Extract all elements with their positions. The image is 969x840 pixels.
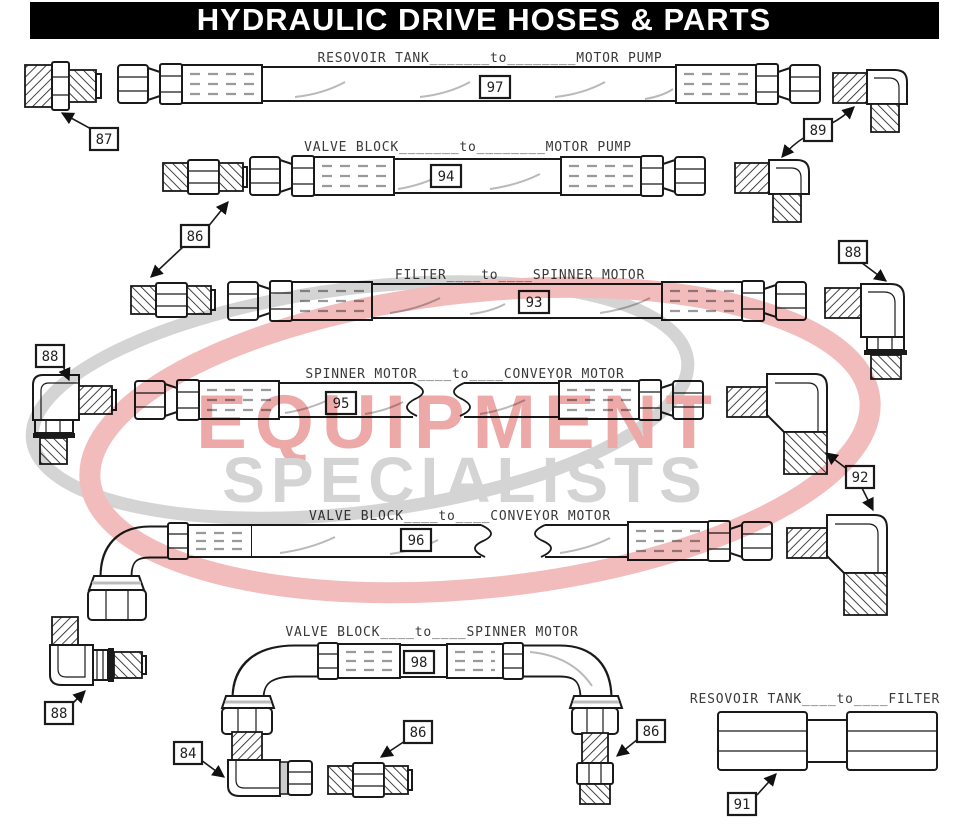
svg-text:91: 91 bbox=[734, 797, 751, 813]
svg-text:97: 97 bbox=[487, 80, 504, 96]
callout-88-row4: 88 bbox=[34, 343, 66, 369]
title-bar bbox=[30, 2, 939, 39]
svg-text:96: 96 bbox=[408, 533, 425, 549]
page-title: HYDRAULIC DRIVE HOSES & PARTS bbox=[197, 2, 771, 37]
hose-95-label: SPINNER MOTOR____to____CONVEYOR MOTOR bbox=[305, 367, 624, 382]
coupler-91 bbox=[717, 711, 938, 771]
watermark-ellipse-red bbox=[79, 276, 881, 604]
hose-97-label: RESOVOIR TANK_______to________MOTOR PUMP bbox=[317, 51, 662, 66]
coupler-91-label: RESOVOIR TANK____to____FILTER bbox=[690, 692, 940, 707]
callout-86-bottom: 86 bbox=[402, 719, 434, 745]
row-hose-94: VALVE BLOCK_______to________MOTOR PUMP bbox=[162, 140, 810, 223]
fitting-87 bbox=[24, 61, 102, 111]
svg-text:94: 94 bbox=[438, 169, 455, 185]
svg-text:88: 88 bbox=[51, 706, 68, 722]
row-hose-97: RESOVOIR TANK_______to________MOTOR PUMP bbox=[24, 51, 908, 133]
part-box-94: 94 bbox=[429, 163, 463, 189]
fitting-92-row4 bbox=[726, 373, 828, 475]
fitting-84 bbox=[227, 731, 313, 797]
fitting-88-row6 bbox=[49, 616, 147, 686]
fitting-92-row5 bbox=[786, 514, 888, 616]
svg-text:93: 93 bbox=[526, 295, 543, 311]
callout-86-row2: 86 bbox=[179, 223, 211, 249]
svg-text:86: 86 bbox=[410, 725, 427, 741]
callout-86-right: 86 bbox=[635, 718, 667, 744]
part-box-95: 95 bbox=[324, 390, 358, 416]
watermark-line2: SPECIALISTS bbox=[222, 444, 708, 516]
fitting-86-row2 bbox=[162, 159, 248, 195]
svg-text:89: 89 bbox=[810, 123, 827, 139]
svg-text:88: 88 bbox=[845, 245, 862, 261]
hose-94-art bbox=[248, 154, 707, 198]
watermark-line1: EQUIPMENT bbox=[196, 380, 720, 465]
watermark: EQUIPMENT SPECIALISTS bbox=[25, 275, 881, 604]
callout-87: 87 bbox=[88, 126, 120, 152]
callout-92: 92 bbox=[844, 464, 876, 490]
watermark-ellipse-gray bbox=[25, 275, 695, 525]
svg-text:92: 92 bbox=[852, 470, 869, 486]
callout-91: 91 bbox=[726, 791, 758, 817]
svg-text:84: 84 bbox=[180, 746, 197, 762]
fitting-86-right bbox=[576, 732, 614, 805]
part-box-97: 97 bbox=[478, 74, 512, 100]
svg-text:87: 87 bbox=[96, 132, 113, 148]
part-box-96: 96 bbox=[399, 527, 433, 553]
svg-text:88: 88 bbox=[42, 349, 59, 365]
callout-88-row3: 88 bbox=[837, 239, 869, 265]
svg-text:95: 95 bbox=[333, 396, 350, 412]
svg-text:98: 98 bbox=[411, 655, 428, 671]
svg-text:86: 86 bbox=[187, 229, 204, 245]
svg-text:86: 86 bbox=[643, 724, 660, 740]
hose-98-label: VALVE BLOCK____to____SPINNER MOTOR bbox=[285, 625, 578, 640]
part-box-98: 98 bbox=[402, 649, 436, 675]
callout-88-row6: 88 bbox=[43, 700, 75, 726]
fitting-89 bbox=[832, 69, 908, 133]
callout-84: 84 bbox=[172, 740, 204, 766]
row-coupler-91: RESOVOIR TANK____to____FILTER bbox=[690, 692, 940, 771]
callout-89: 89 bbox=[802, 117, 834, 143]
hose-97-art bbox=[116, 62, 822, 106]
hose-94-label: VALVE BLOCK_______to________MOTOR PUMP bbox=[304, 140, 632, 155]
fitting-89-row2 bbox=[734, 159, 810, 223]
fitting-86-bottom bbox=[327, 762, 413, 798]
row-hose-98: VALVE BLOCK____to____SPINNER MOTOR bbox=[49, 616, 624, 805]
